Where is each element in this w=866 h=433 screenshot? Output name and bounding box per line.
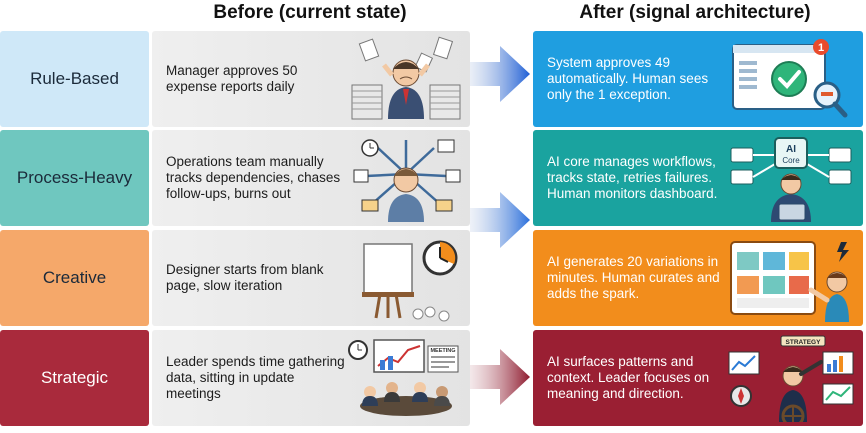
after-description: AI surfaces patterns and context. Leader… (547, 354, 710, 401)
arrow-icon-row1 (470, 46, 530, 102)
blank-easel-clock-icon (362, 240, 458, 322)
meeting-badge: MEETING (430, 348, 455, 354)
meeting-room-icon: MEETING (348, 339, 459, 416)
after-card: AI surfaces patterns and context. Leader… (533, 330, 863, 426)
after-card: System approves 49 automatically. Human … (533, 31, 863, 127)
ai-core-sublabel: Core (782, 156, 800, 165)
category-label: Creative (0, 230, 149, 326)
before-card: Designer starts from blank page, slow it… (152, 230, 470, 326)
before-card: Operations team manually tracks dependen… (152, 130, 470, 226)
after-description: AI generates 20 variations in minutes. H… (547, 254, 720, 301)
category-label: Process-Heavy (0, 130, 149, 226)
row-process-heavy: Process-Heavy Operations team manually t… (0, 130, 866, 226)
notification-badge: 1 (818, 42, 824, 54)
before-column-header: Before (current state) (213, 2, 407, 23)
before-description: Designer starts from blank page, slow it… (166, 262, 324, 293)
after-column-header: After (signal architecture) (579, 2, 811, 23)
strategy-badge: STRATEGY (786, 339, 822, 346)
before-description: Manager approves 50 expense reports dail… (166, 63, 298, 94)
category-label: Strategic (0, 330, 149, 426)
ai-core-dashboard-icon: AI Core (730, 137, 852, 222)
ai-core-label: AI (786, 144, 796, 155)
row-creative: Creative Designer starts from blank page… (0, 230, 866, 326)
before-card: Manager approves 50 expense reports dail… (152, 31, 470, 127)
row-strategic: Strategic Leader spends time gathering d… (0, 330, 866, 426)
after-card: AI generates 20 variations in minutes. H… (533, 230, 863, 326)
overwhelmed-worker-icon (353, 139, 461, 222)
category-label: Rule-Based (0, 31, 149, 127)
arrow-icon-row4 (470, 349, 530, 405)
row-rule-based: Rule-Based Manager approves 50 expense r… (0, 31, 866, 127)
before-card: Leader spends time gathering data, sitti… (152, 330, 470, 426)
before-description: Leader spends time gathering data, sitti… (166, 354, 345, 401)
approval-checkmark-screen-icon: 1 (732, 39, 848, 118)
design-variations-board-icon (730, 241, 849, 322)
arrow-icon-row23 (470, 192, 530, 248)
stressed-manager-paperwork-icon (351, 36, 461, 120)
after-card: AI core manages workflows, tracks state,… (533, 130, 863, 226)
before-description: Operations team manually tracks dependen… (166, 154, 341, 201)
after-description: System approves 49 automatically. Human … (547, 55, 709, 102)
after-description: AI core manages workflows, tracks state,… (547, 154, 718, 201)
strategy-leader-telescope-icon: STRATEGY (728, 335, 854, 422)
